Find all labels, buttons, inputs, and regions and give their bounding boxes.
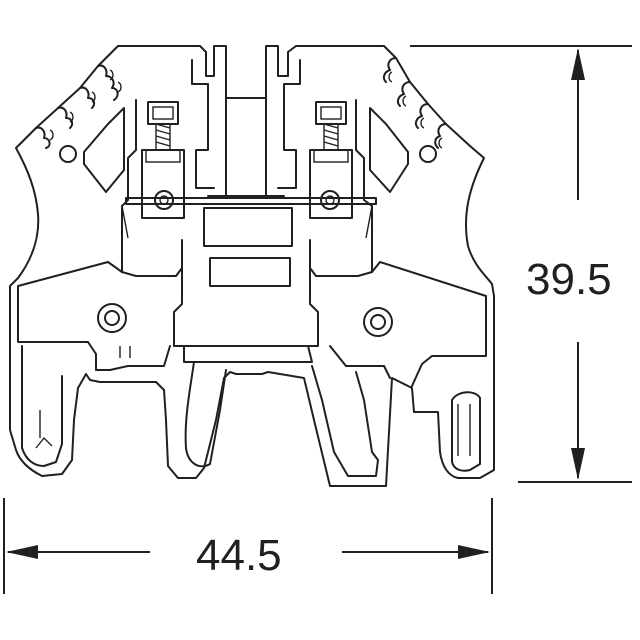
center-right-foot	[311, 365, 379, 477]
center-left-foot	[184, 361, 227, 468]
height-dimension-label: 39.5	[526, 255, 612, 304]
width-arrow-right	[458, 545, 490, 559]
right-grip-notches	[388, 71, 443, 149]
right-foot-inner	[457, 404, 471, 456]
center-pins	[119, 346, 131, 358]
left-side-plate	[17, 261, 171, 371]
left-clamp-block	[141, 149, 185, 219]
left-inner-wall	[191, 59, 215, 189]
left-screw-head	[147, 101, 179, 125]
right-wire-entry	[320, 190, 340, 210]
right-grip-teeth	[382, 57, 447, 149]
right-clamp-frame	[309, 99, 373, 277]
left-foot	[21, 345, 63, 467]
left-grip-teeth	[35, 64, 119, 149]
width-dimension-label: 44.5	[196, 531, 282, 580]
height-dimension	[410, 45, 632, 483]
right-test-hole	[419, 145, 437, 163]
left-screw-assembly	[141, 101, 185, 219]
height-arrow-up	[571, 48, 585, 80]
middle-upper-chamber	[203, 207, 293, 247]
center-bridge	[207, 97, 285, 197]
left-mounting-hole	[97, 303, 127, 333]
center-web	[183, 345, 313, 363]
terminal-block-outline	[9, 45, 495, 487]
left-foot-latch	[35, 410, 53, 449]
center-column	[173, 245, 319, 347]
right-screw-head	[315, 101, 347, 125]
middle-lower-chamber	[209, 257, 291, 287]
height-arrow-down	[571, 448, 585, 480]
width-dimension	[3, 498, 493, 594]
left-screw-thread	[155, 123, 171, 150]
right-mounting-hole	[363, 307, 393, 337]
right-wing-inner	[369, 107, 409, 193]
left-wing-inner	[83, 107, 125, 193]
right-side-plate	[329, 261, 487, 387]
left-clamp-frame	[121, 99, 183, 277]
left-grip-notches	[49, 69, 122, 141]
right-clamp-block	[309, 149, 353, 219]
right-screw-thread	[323, 123, 339, 150]
busbar	[125, 197, 377, 205]
housing-outer-contour	[9, 45, 495, 487]
width-arrow-left	[6, 545, 38, 559]
right-inner-wall	[277, 59, 301, 189]
left-test-hole	[59, 145, 77, 163]
right-screw-assembly	[309, 101, 353, 219]
right-foot	[451, 391, 481, 472]
left-wire-entry	[154, 190, 174, 210]
